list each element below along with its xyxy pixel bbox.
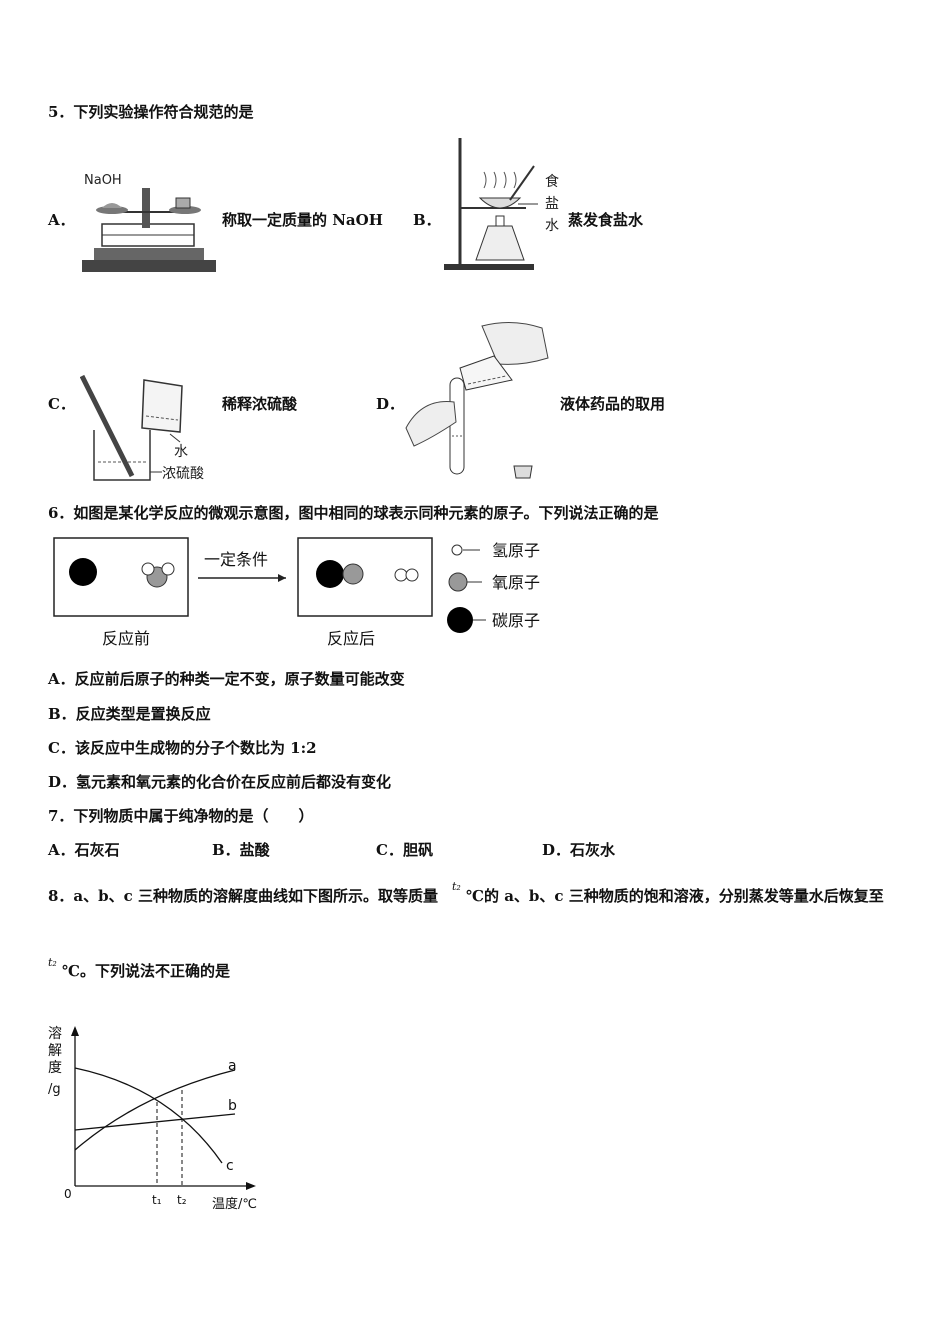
water-label: 水 (174, 444, 188, 460)
acid-label: 浓硫酸 (162, 466, 204, 482)
after-label: 反应后 (327, 629, 375, 648)
q6-stem: 6．如图是某化学反应的微观示意图，图中相同的球表示同种元素的原子。下列说法正确的… (48, 504, 659, 522)
legend-hydrogen-label: 氢原子 (492, 541, 540, 560)
q6-option-b: B．反应类型是置换反应 (48, 705, 211, 723)
x-label: 温度/℃ (212, 1196, 257, 1212)
q7-option-d: D．石灰水 (542, 841, 616, 859)
q8-stem-part2: ℃的 a、b、c 三种物质的饱和溶液，分别蒸发等量水后恢复至 (466, 887, 884, 905)
q5-option-a-letter: A． (48, 211, 75, 229)
q8-t2-symbol-2: t₂ (48, 956, 57, 969)
q5-option-b-caption: 蒸发食盐水 (568, 211, 644, 229)
curve-b-label: b (228, 1098, 237, 1114)
t2-tick: t₂ (177, 1193, 187, 1207)
curve-b (74, 1113, 236, 1131)
q7-option-b: B．盐酸 (212, 841, 270, 859)
shi-label: 食 (545, 173, 559, 190)
origin-label: 0 (64, 1187, 72, 1201)
hydrogen-atom-after-2 (405, 568, 419, 582)
q7-option-c: C．胆矾 (376, 841, 433, 859)
y-label-3: 度 (48, 1060, 62, 1076)
legend-oxygen-label: 氧原子 (492, 573, 540, 592)
curve-c-label: c (226, 1158, 234, 1174)
before-box (53, 537, 189, 617)
q6-option-d: D．氢元素和氧元素的化合价在反应前后都没有变化 (48, 773, 392, 791)
q8-stem-part1: 8．a、b、c 三种物质的溶解度曲线如下图所示。取等质量 (48, 887, 439, 905)
q6-option-a: A．反应前后原子的种类一定不变，原子数量可能改变 (48, 670, 405, 688)
legend-carbon-swatch (447, 607, 473, 633)
evaporation-figure: 食 盐 水 (444, 138, 559, 270)
legend-hydrogen-swatch (451, 544, 463, 556)
q8-stem-part3: ℃。下列说法不正确的是 (62, 962, 230, 980)
q8-t2-symbol-1: t₂ (452, 880, 461, 893)
q6-option-c: C．该反应中生成物的分子个数比为 1:2 (48, 739, 317, 757)
reaction-diagram: 一定条件 反应前 反应后 氢原子 氧原子 碳原子 (53, 537, 540, 648)
shui-label: 水 (545, 218, 559, 234)
hydrogen-atom-after-1 (394, 568, 408, 582)
oxygen-atom-after (342, 563, 364, 585)
carbon-atom-before (69, 558, 97, 586)
curve-a (74, 1069, 236, 1151)
q5-stem: 5．下列实验操作符合规范的是 (48, 103, 254, 121)
yan-label: 盐 (545, 196, 559, 212)
q5-option-b-letter: B． (413, 211, 441, 229)
naoh-label: NaOH (84, 173, 122, 188)
hydrogen-atom-before-1 (141, 562, 155, 576)
pouring-figure (405, 322, 549, 479)
q5-option-d-caption: 液体药品的取用 (560, 395, 666, 413)
q7-stem: 7．下列物质中属于纯净物的是（ ） (48, 807, 314, 825)
balance-figure: NaOH (82, 173, 216, 272)
y-label-4: /g (48, 1082, 61, 1097)
hydrogen-atom-before-2 (161, 562, 175, 576)
solubility-chart: 溶 解 度 /g 0 t₁ t₂ 温度/℃ a b c (48, 1026, 257, 1212)
carbon-atom-after (316, 560, 344, 588)
y-label-2: 解 (48, 1043, 62, 1059)
q5-option-c-letter: C． (48, 395, 75, 413)
q7-option-a: A．石灰石 (48, 841, 120, 859)
curve-a-label: a (228, 1058, 237, 1074)
q5-option-a-caption: 称取一定质量的 NaOH (222, 211, 383, 229)
legend-carbon-label: 碳原子 (492, 611, 540, 630)
dilution-figure: 水 浓硫酸 (80, 374, 204, 482)
after-box (297, 537, 433, 617)
t1-tick: t₁ (152, 1193, 162, 1207)
q5-option-d-letter: D． (376, 395, 405, 413)
before-label: 反应前 (102, 629, 150, 648)
y-label-1: 溶 (48, 1026, 62, 1042)
curve-c (74, 1067, 223, 1164)
legend-oxygen-swatch (448, 572, 468, 592)
q5-option-c-caption: 稀释浓硫酸 (222, 395, 298, 413)
arrow-label: 一定条件 (204, 550, 268, 569)
